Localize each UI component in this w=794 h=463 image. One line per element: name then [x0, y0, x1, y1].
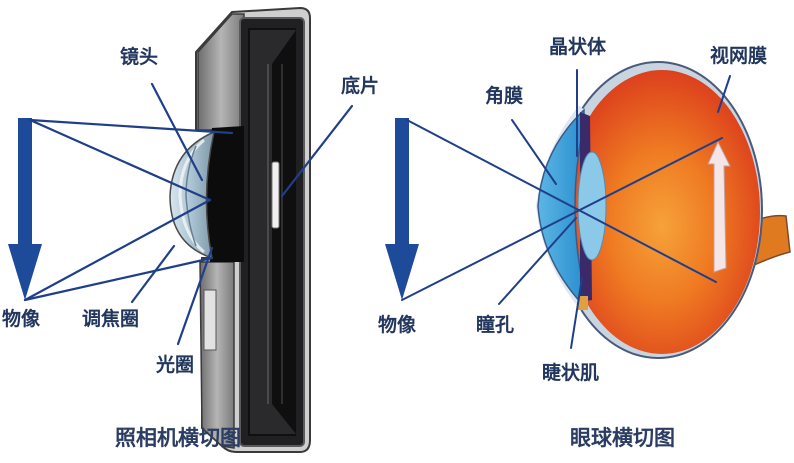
label-aperture: 光圈	[156, 354, 195, 376]
label-ciliary-muscle: 睫状肌	[542, 362, 600, 384]
camera-illustration	[8, 6, 354, 453]
label-object-image-eye: 物像	[378, 314, 417, 336]
caption-eye: 眼球横切图	[570, 426, 675, 450]
label-retina: 视网膜	[710, 45, 768, 67]
label-crystalline-lens: 晶状体	[549, 36, 607, 58]
caption-camera: 照相机横切图	[115, 426, 241, 450]
label-focus-ring: 调焦圈	[82, 308, 140, 330]
label-film: 底片	[341, 75, 380, 97]
eye-illustration	[385, 61, 791, 359]
label-object-image-camera: 物像	[2, 308, 41, 330]
label-pupil: 瞳孔	[476, 314, 515, 336]
label-cornea: 角膜	[485, 85, 524, 107]
label-lens: 镜头	[120, 46, 159, 68]
